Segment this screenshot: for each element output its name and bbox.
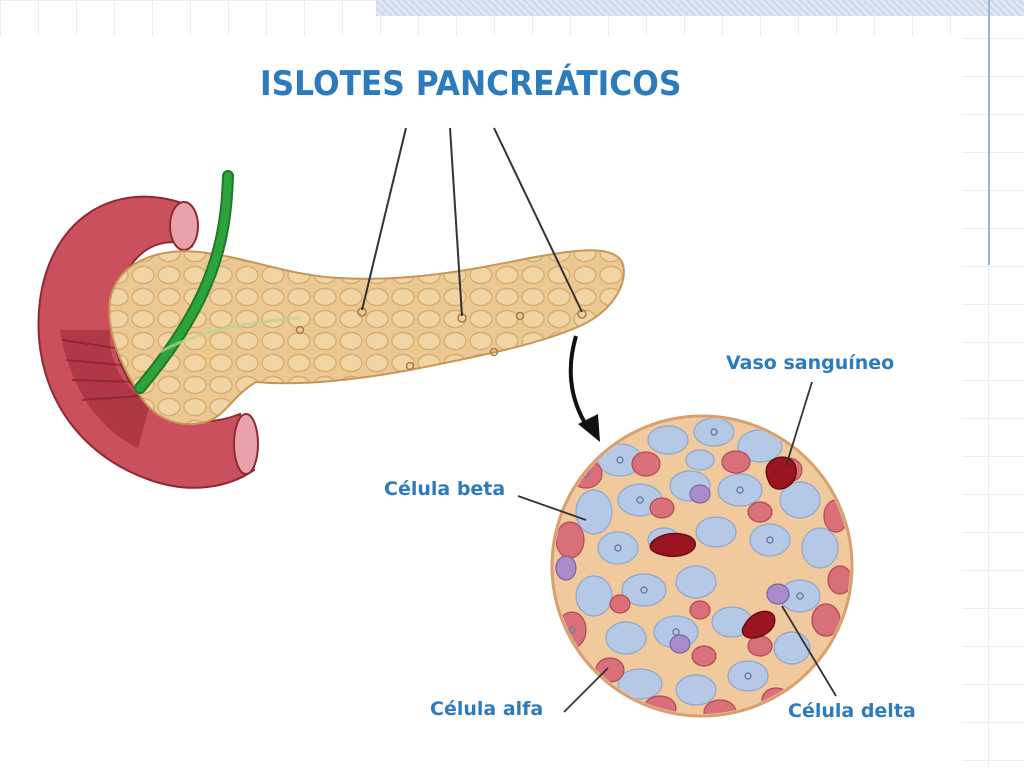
diagram-title: ISLOTES PANCREÁTICOS — [260, 64, 682, 104]
islet-magnification — [550, 414, 854, 718]
magnify-arrow — [568, 335, 600, 442]
label-blood-vessel: Vaso sanguíneo — [726, 352, 895, 374]
label-alpha-cell: Célula alfa — [430, 698, 544, 720]
islet-blood-vessels — [649, 456, 797, 639]
label-pointer-lines — [517, 381, 837, 713]
bile-duct — [134, 170, 301, 394]
title-pointer-lines — [361, 127, 583, 317]
right-vertical-rule — [988, 0, 990, 265]
label-delta-cell: Célula delta — [788, 700, 916, 722]
duodenum — [37, 195, 259, 489]
pancreas — [108, 249, 625, 426]
top-decorative-band — [376, 0, 1024, 16]
label-beta-cell: Célula beta — [384, 478, 506, 500]
